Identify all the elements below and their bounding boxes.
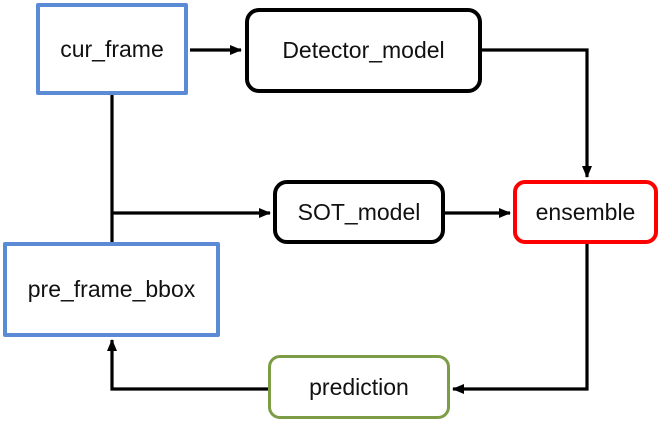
node-sot-model: SOT_model: [273, 180, 445, 244]
node-pre-frame-bbox: pre_frame_bbox: [3, 242, 220, 337]
edge-detector-model-to-ensemble: [482, 48, 592, 178]
edge-ensemble-to-prediction: [452, 244, 589, 394]
node-pre-frame-bbox-label: pre_frame_bbox: [27, 276, 196, 302]
node-detector-model-label: Detector_model: [282, 37, 445, 63]
node-detector-model: Detector_model: [245, 8, 482, 93]
node-sot-model-label: SOT_model: [297, 198, 421, 225]
node-cur-frame: cur_frame: [36, 3, 188, 95]
node-ensemble: ensemble: [513, 180, 658, 244]
node-prediction-label: prediction: [309, 373, 409, 400]
node-cur-frame-label: cur_frame: [60, 35, 164, 62]
node-ensemble-label: ensemble: [535, 198, 636, 225]
edge-prediction-to-pre-frame-bbox: [107, 339, 268, 391]
node-prediction: prediction: [268, 355, 450, 419]
